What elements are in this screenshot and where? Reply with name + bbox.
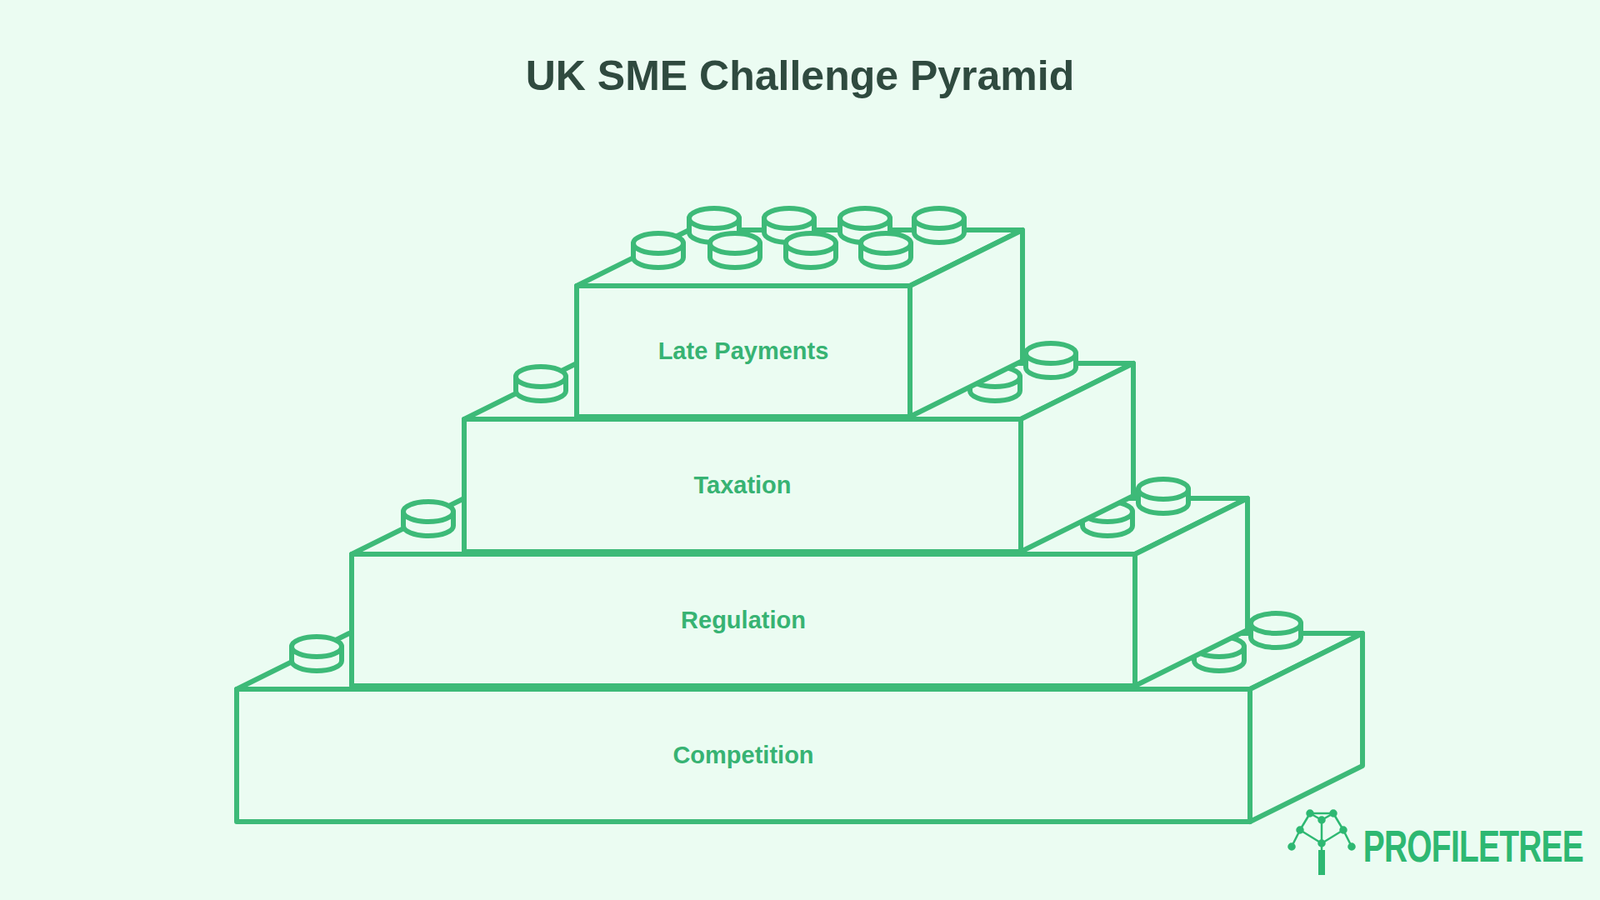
stud-top [710,233,760,254]
level-label: Regulation [680,606,806,635]
pyramid-level: Regulation [356,559,1130,681]
stud-top [840,208,890,229]
brick-side [910,230,1023,417]
level-label: Taxation [693,471,791,500]
pyramid-level: Taxation [469,424,1016,547]
stud-top [785,233,836,254]
stud-top [515,366,566,387]
brick-stud [515,366,566,401]
stud-top [633,233,684,254]
stud-top [1250,613,1301,634]
level-label: Late Payments [658,337,830,365]
brick-stud [785,233,836,268]
brick-stud [1138,479,1189,514]
stud-top [291,636,342,657]
lego-brick [576,208,1023,417]
brick-front [464,419,1021,552]
brick-front [236,689,1250,822]
brick-stud [291,636,342,671]
brick-front [576,285,910,417]
level-label: Competition [672,741,814,770]
logo-wordmark: PROFILETREE [1363,820,1584,872]
pyramid-level: Competition [241,694,1245,817]
brick-stud [633,233,684,268]
brick-stud [914,208,965,243]
stud-top [1138,479,1189,500]
pyramid-level: Late Payments [581,290,905,412]
brick-stud [1025,343,1076,378]
stud-top [914,208,965,229]
brick-stud [710,233,760,268]
brick-side [1250,633,1363,822]
stud-top [860,233,911,254]
brick-stud [860,233,911,268]
stud-top [403,501,454,522]
brick-front [351,554,1135,686]
stud-top [764,208,815,229]
brick-side [1020,363,1134,552]
stud-top [1025,343,1076,364]
brick-stud [1250,613,1301,648]
stud-top [689,208,740,229]
brick-side [1135,498,1248,686]
diagram-title: UK SME Challenge Pyramid [0,51,1600,100]
logo-tree-icon [1289,810,1355,876]
brick-stud [403,501,454,536]
